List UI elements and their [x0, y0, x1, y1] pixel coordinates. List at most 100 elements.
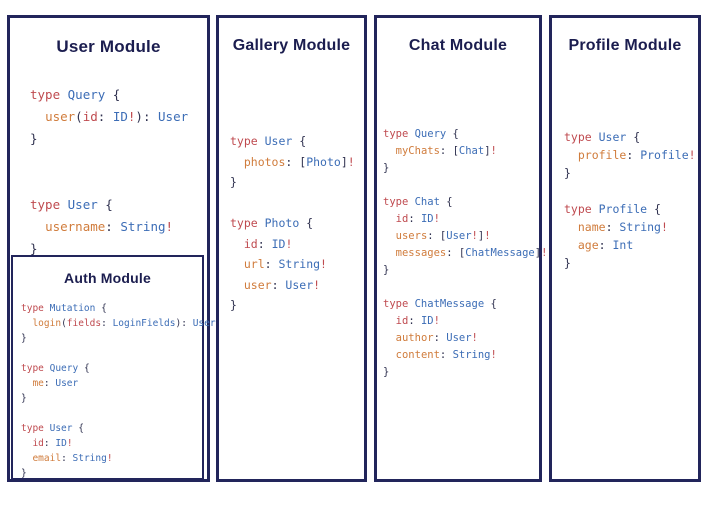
code-token: :	[439, 349, 453, 361]
code-line: }	[21, 391, 216, 406]
code-token: [	[439, 230, 447, 242]
code-token: !	[320, 257, 327, 271]
code-token	[383, 315, 396, 327]
code-line: url: String!	[230, 254, 355, 275]
code-token: !	[433, 315, 440, 327]
code-token: type	[230, 216, 265, 230]
code-line: type ChatMessage {	[383, 296, 547, 313]
code-token: User	[446, 332, 472, 344]
code-token: {	[105, 197, 113, 212]
code-token: type	[564, 130, 599, 144]
code-token	[30, 109, 45, 124]
code-token: user	[243, 277, 272, 292]
code-line: id: ID!	[383, 313, 547, 330]
code-token: :	[181, 318, 193, 329]
code-line: name: String!	[564, 218, 696, 236]
code-token: !	[433, 213, 440, 225]
code-token: }	[564, 166, 571, 180]
code-token: Profile	[598, 202, 655, 216]
code-line: username: String!	[30, 216, 188, 238]
code-token: String	[120, 219, 166, 234]
code-token: !	[688, 148, 696, 162]
code-token: User	[285, 277, 314, 292]
code-token: username	[45, 219, 106, 234]
code-token: ID	[420, 315, 434, 327]
code-token: type	[383, 298, 415, 310]
code-token: !	[313, 277, 321, 292]
code-token: !	[471, 332, 478, 344]
code-token: User	[158, 109, 189, 124]
code-line: }	[21, 466, 216, 481]
code-token: !	[541, 247, 548, 259]
code-token: {	[633, 130, 641, 144]
code-token: LoginFields	[112, 318, 176, 329]
code-token: :	[101, 318, 113, 329]
code-line: }	[564, 254, 696, 272]
code-token: String	[452, 349, 491, 361]
code-token: !	[660, 220, 668, 234]
code-token: !	[127, 109, 136, 124]
code-block: type User { photos: [Photo]!} type Photo…	[230, 131, 355, 316]
code-line	[230, 193, 355, 214]
code-token: messages	[395, 247, 447, 259]
code-token: }	[21, 333, 27, 344]
code-line: }	[230, 172, 355, 193]
code-line	[564, 182, 696, 200]
code-token: ChatMessage	[414, 298, 491, 310]
code-line: content: String!	[383, 347, 547, 364]
code-token: }	[230, 175, 237, 189]
code-block: type Mutation { login(fields: LoginField…	[21, 301, 216, 481]
code-token: !	[490, 145, 497, 157]
code-token: !	[484, 230, 491, 242]
code-token: {	[78, 423, 84, 434]
code-token: :	[271, 277, 286, 292]
code-token: {	[112, 87, 121, 102]
code-token: User	[49, 423, 79, 434]
code-line: user(id: ID!): User	[30, 106, 188, 128]
code-token: {	[452, 128, 459, 140]
code-line	[383, 279, 547, 296]
code-token: type	[21, 303, 50, 314]
panel-title: Profile Module	[568, 37, 682, 54]
code-line	[21, 406, 216, 421]
code-line: type User {	[21, 421, 216, 436]
code-token: ]	[340, 154, 348, 169]
code-line: type User {	[230, 131, 355, 152]
code-line	[383, 177, 547, 194]
code-token: Query	[49, 363, 84, 374]
code-token: }	[564, 256, 571, 270]
code-token: type	[21, 363, 50, 374]
code-token	[383, 247, 396, 259]
code-token: }	[383, 366, 390, 378]
code-line: author: User!	[383, 330, 547, 347]
code-token	[230, 257, 244, 271]
code-token	[383, 230, 396, 242]
code-token: :	[142, 109, 159, 124]
code-token: :	[257, 236, 272, 251]
code-line: }	[383, 160, 547, 177]
code-token: content	[395, 349, 440, 361]
code-token: profile	[577, 148, 627, 162]
code-token: url	[243, 257, 265, 271]
code-token	[230, 237, 244, 251]
code-token: :	[446, 247, 459, 259]
code-token	[230, 155, 244, 169]
code-line: type Query {	[21, 361, 216, 376]
code-token: :	[61, 453, 73, 464]
code-token: User	[598, 130, 634, 144]
code-token: type	[230, 134, 265, 148]
code-token: login	[32, 318, 62, 329]
code-token	[21, 438, 32, 449]
code-token: [	[452, 145, 459, 157]
panel-title: Auth Module	[64, 270, 151, 286]
code-token: :	[605, 220, 620, 234]
panel-title: Gallery Module	[232, 37, 351, 54]
code-line: messages: [ChatMessage]!	[383, 245, 548, 262]
code-token: :	[408, 213, 421, 225]
code-token: Mutation	[49, 303, 102, 314]
code-token: [	[299, 154, 307, 169]
code-line: type User {	[30, 194, 188, 216]
panel-profile-module: Profile Module type User { profile: Prof…	[549, 15, 701, 482]
code-token: fields	[66, 318, 102, 329]
code-token	[383, 332, 396, 344]
